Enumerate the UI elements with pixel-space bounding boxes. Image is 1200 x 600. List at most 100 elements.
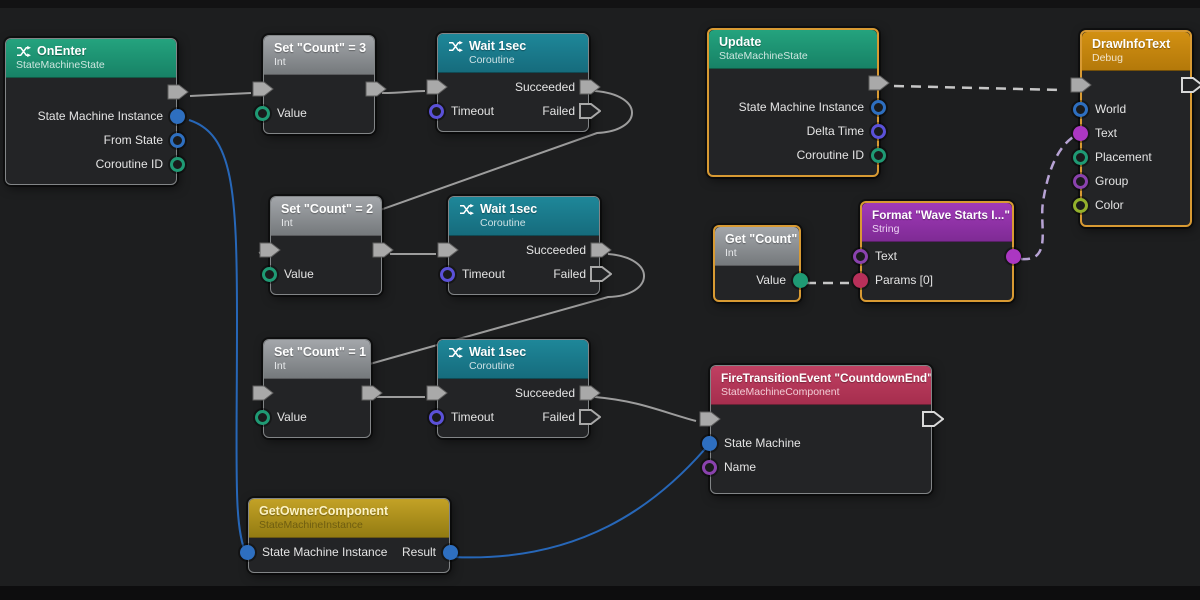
pin-label: State Machine Instance: [262, 545, 388, 559]
failed-flow-pin[interactable]: [579, 102, 601, 120]
node-header: OnEnter StateMachineState: [6, 39, 176, 78]
node-on-enter[interactable]: OnEnter StateMachineState State Machine …: [5, 38, 189, 185]
pin-row: From State: [6, 128, 185, 152]
flow-in-pin[interactable]: [252, 384, 274, 402]
shuffle-icon: [448, 40, 463, 53]
flow-out-pin[interactable]: [868, 74, 890, 92]
wire-getowner-result-to-fireevent[interactable]: [452, 448, 706, 559]
flow-in-pin[interactable]: [259, 241, 281, 259]
node-wait-1sec-3[interactable]: Wait 1sec Coroutine Succeeded Timeout Fa…: [426, 339, 601, 438]
flow-in-pin[interactable]: [699, 410, 721, 428]
flow-out-pin[interactable]: [167, 83, 189, 101]
group-pin[interactable]: [1073, 173, 1088, 189]
coroutine-id-pin[interactable]: [871, 147, 886, 163]
flow-out-pin[interactable]: [372, 241, 394, 259]
node-title: Wait 1sec: [480, 202, 538, 216]
flow-in-pin[interactable]: [426, 78, 448, 96]
node-title: Get "Count": [725, 232, 798, 246]
flow-in-pin[interactable]: [1070, 76, 1092, 94]
node-subtitle: Int: [274, 360, 286, 372]
node-header: Get "Count" Int: [715, 227, 799, 266]
succeeded-flow-pin[interactable]: [579, 78, 601, 96]
pin-label: Value: [284, 267, 314, 281]
state-machine-instance-pin[interactable]: [871, 99, 886, 115]
node-title: GetOwnerComponent: [259, 504, 389, 518]
pin-row: Text: [853, 244, 1021, 268]
node-draw-info-text[interactable]: DrawInfoText Debug World Text Placement …: [1070, 30, 1200, 227]
node-subtitle: StateMachineState: [16, 59, 105, 71]
flow-row: Succeeded: [437, 238, 612, 262]
node-set-count-1[interactable]: Set "Count" = 1 Int Value: [252, 339, 383, 438]
succeeded-flow-pin[interactable]: [590, 241, 612, 259]
state-machine-instance-pin[interactable]: [170, 108, 185, 124]
flow-out-pin[interactable]: [1181, 76, 1200, 94]
pin-label: Value: [277, 410, 307, 424]
wire-format-to-drawinfotext-text[interactable]: [1020, 135, 1074, 261]
flow-row: [252, 77, 387, 101]
world-pin[interactable]: [1073, 101, 1088, 117]
node-wait-1sec-2[interactable]: Wait 1sec Coroutine Succeeded Timeout Fa…: [437, 196, 612, 295]
node-title: Set "Count" = 2: [281, 202, 374, 216]
node-fire-transition-event[interactable]: FireTransitionEvent "CountdownEnd" State…: [699, 365, 944, 494]
value-pin[interactable]: [793, 272, 808, 288]
wire-update-to-drawinfotext[interactable]: [893, 84, 1063, 92]
pin-row: Group: [1073, 169, 1190, 193]
flow-in-pin[interactable]: [252, 80, 274, 98]
state-machine-pin[interactable]: [702, 435, 717, 451]
node-subtitle: StateMachineInstance: [259, 519, 363, 531]
flow-out-pin[interactable]: [922, 410, 944, 428]
placement-pin[interactable]: [1073, 149, 1088, 165]
params-0-pin[interactable]: [853, 272, 868, 288]
node-title: Set "Count" = 3: [274, 41, 367, 55]
wire-wait3-succeeded-to-fireevent[interactable]: [594, 396, 697, 422]
coroutine-id-pin[interactable]: [170, 156, 185, 172]
timeout-pin[interactable]: [440, 266, 455, 282]
color-pin[interactable]: [1073, 197, 1088, 213]
pin-label: Name: [724, 460, 757, 474]
flow-row: [699, 407, 944, 431]
pin-label: Delta Time: [806, 124, 864, 138]
failed-flow-pin[interactable]: [579, 408, 601, 426]
pin-label: Coroutine ID: [95, 157, 163, 171]
wire-wait1-succeeded-to-set2[interactable]: [258, 90, 633, 254]
state-machine-instance-pin[interactable]: [240, 544, 255, 560]
result-output-pin[interactable]: [1006, 248, 1021, 264]
value-pin[interactable]: [262, 266, 277, 282]
flow-in-pin[interactable]: [437, 241, 459, 259]
node-title: Wait 1sec: [469, 39, 527, 53]
node-update[interactable]: Update StateMachineState State Machine I…: [707, 28, 890, 177]
flow-in-pin[interactable]: [426, 384, 448, 402]
wire-set3-to-wait1[interactable]: [381, 90, 426, 94]
node-wait-1sec-1[interactable]: Wait 1sec Coroutine Succeeded Timeout Fa…: [426, 33, 601, 132]
value-pin[interactable]: [255, 409, 270, 425]
wire-onenter-to-set3[interactable]: [189, 92, 252, 97]
pin-label: Value: [277, 106, 307, 120]
node-set-count-3[interactable]: Set "Count" = 3 Int Value: [252, 35, 387, 134]
wire-wait2-succeeded-to-set1[interactable]: [255, 253, 645, 397]
value-pin[interactable]: [255, 105, 270, 121]
text-pin[interactable]: [853, 248, 868, 264]
pin-row: Delta Time: [709, 119, 886, 143]
timeout-pin[interactable]: [429, 409, 444, 425]
result-pin[interactable]: [443, 544, 458, 560]
from-state-pin[interactable]: [170, 132, 185, 148]
node-header: Set "Count" = 2 Int: [271, 197, 381, 236]
text-pin[interactable]: [1073, 125, 1088, 141]
node-set-count-2[interactable]: Set "Count" = 2 Int Value: [259, 196, 394, 295]
node-header: FireTransitionEvent "CountdownEnd" State…: [711, 366, 931, 405]
wire-onenter-smi-to-getowner[interactable]: [188, 119, 248, 557]
flow-out-pin[interactable]: [365, 80, 387, 98]
node-format-wave-starts[interactable]: Format "Wave Starts I..." String Text Pa…: [853, 201, 1021, 302]
node-get-owner-component[interactable]: GetOwnerComponent StateMachineInstance S…: [240, 498, 458, 573]
flow-out-pin[interactable]: [361, 384, 383, 402]
timeout-pin[interactable]: [429, 103, 444, 119]
delta-time-pin[interactable]: [871, 123, 886, 139]
node-subtitle: Int: [274, 56, 286, 68]
failed-flow-pin[interactable]: [590, 265, 612, 283]
name-pin[interactable]: [702, 459, 717, 475]
pin-label: Coroutine ID: [796, 148, 864, 162]
node-get-count[interactable]: Get "Count" Int Value: [713, 225, 808, 302]
succeeded-flow-pin[interactable]: [579, 384, 601, 402]
pin-row: State Machine: [702, 431, 931, 455]
